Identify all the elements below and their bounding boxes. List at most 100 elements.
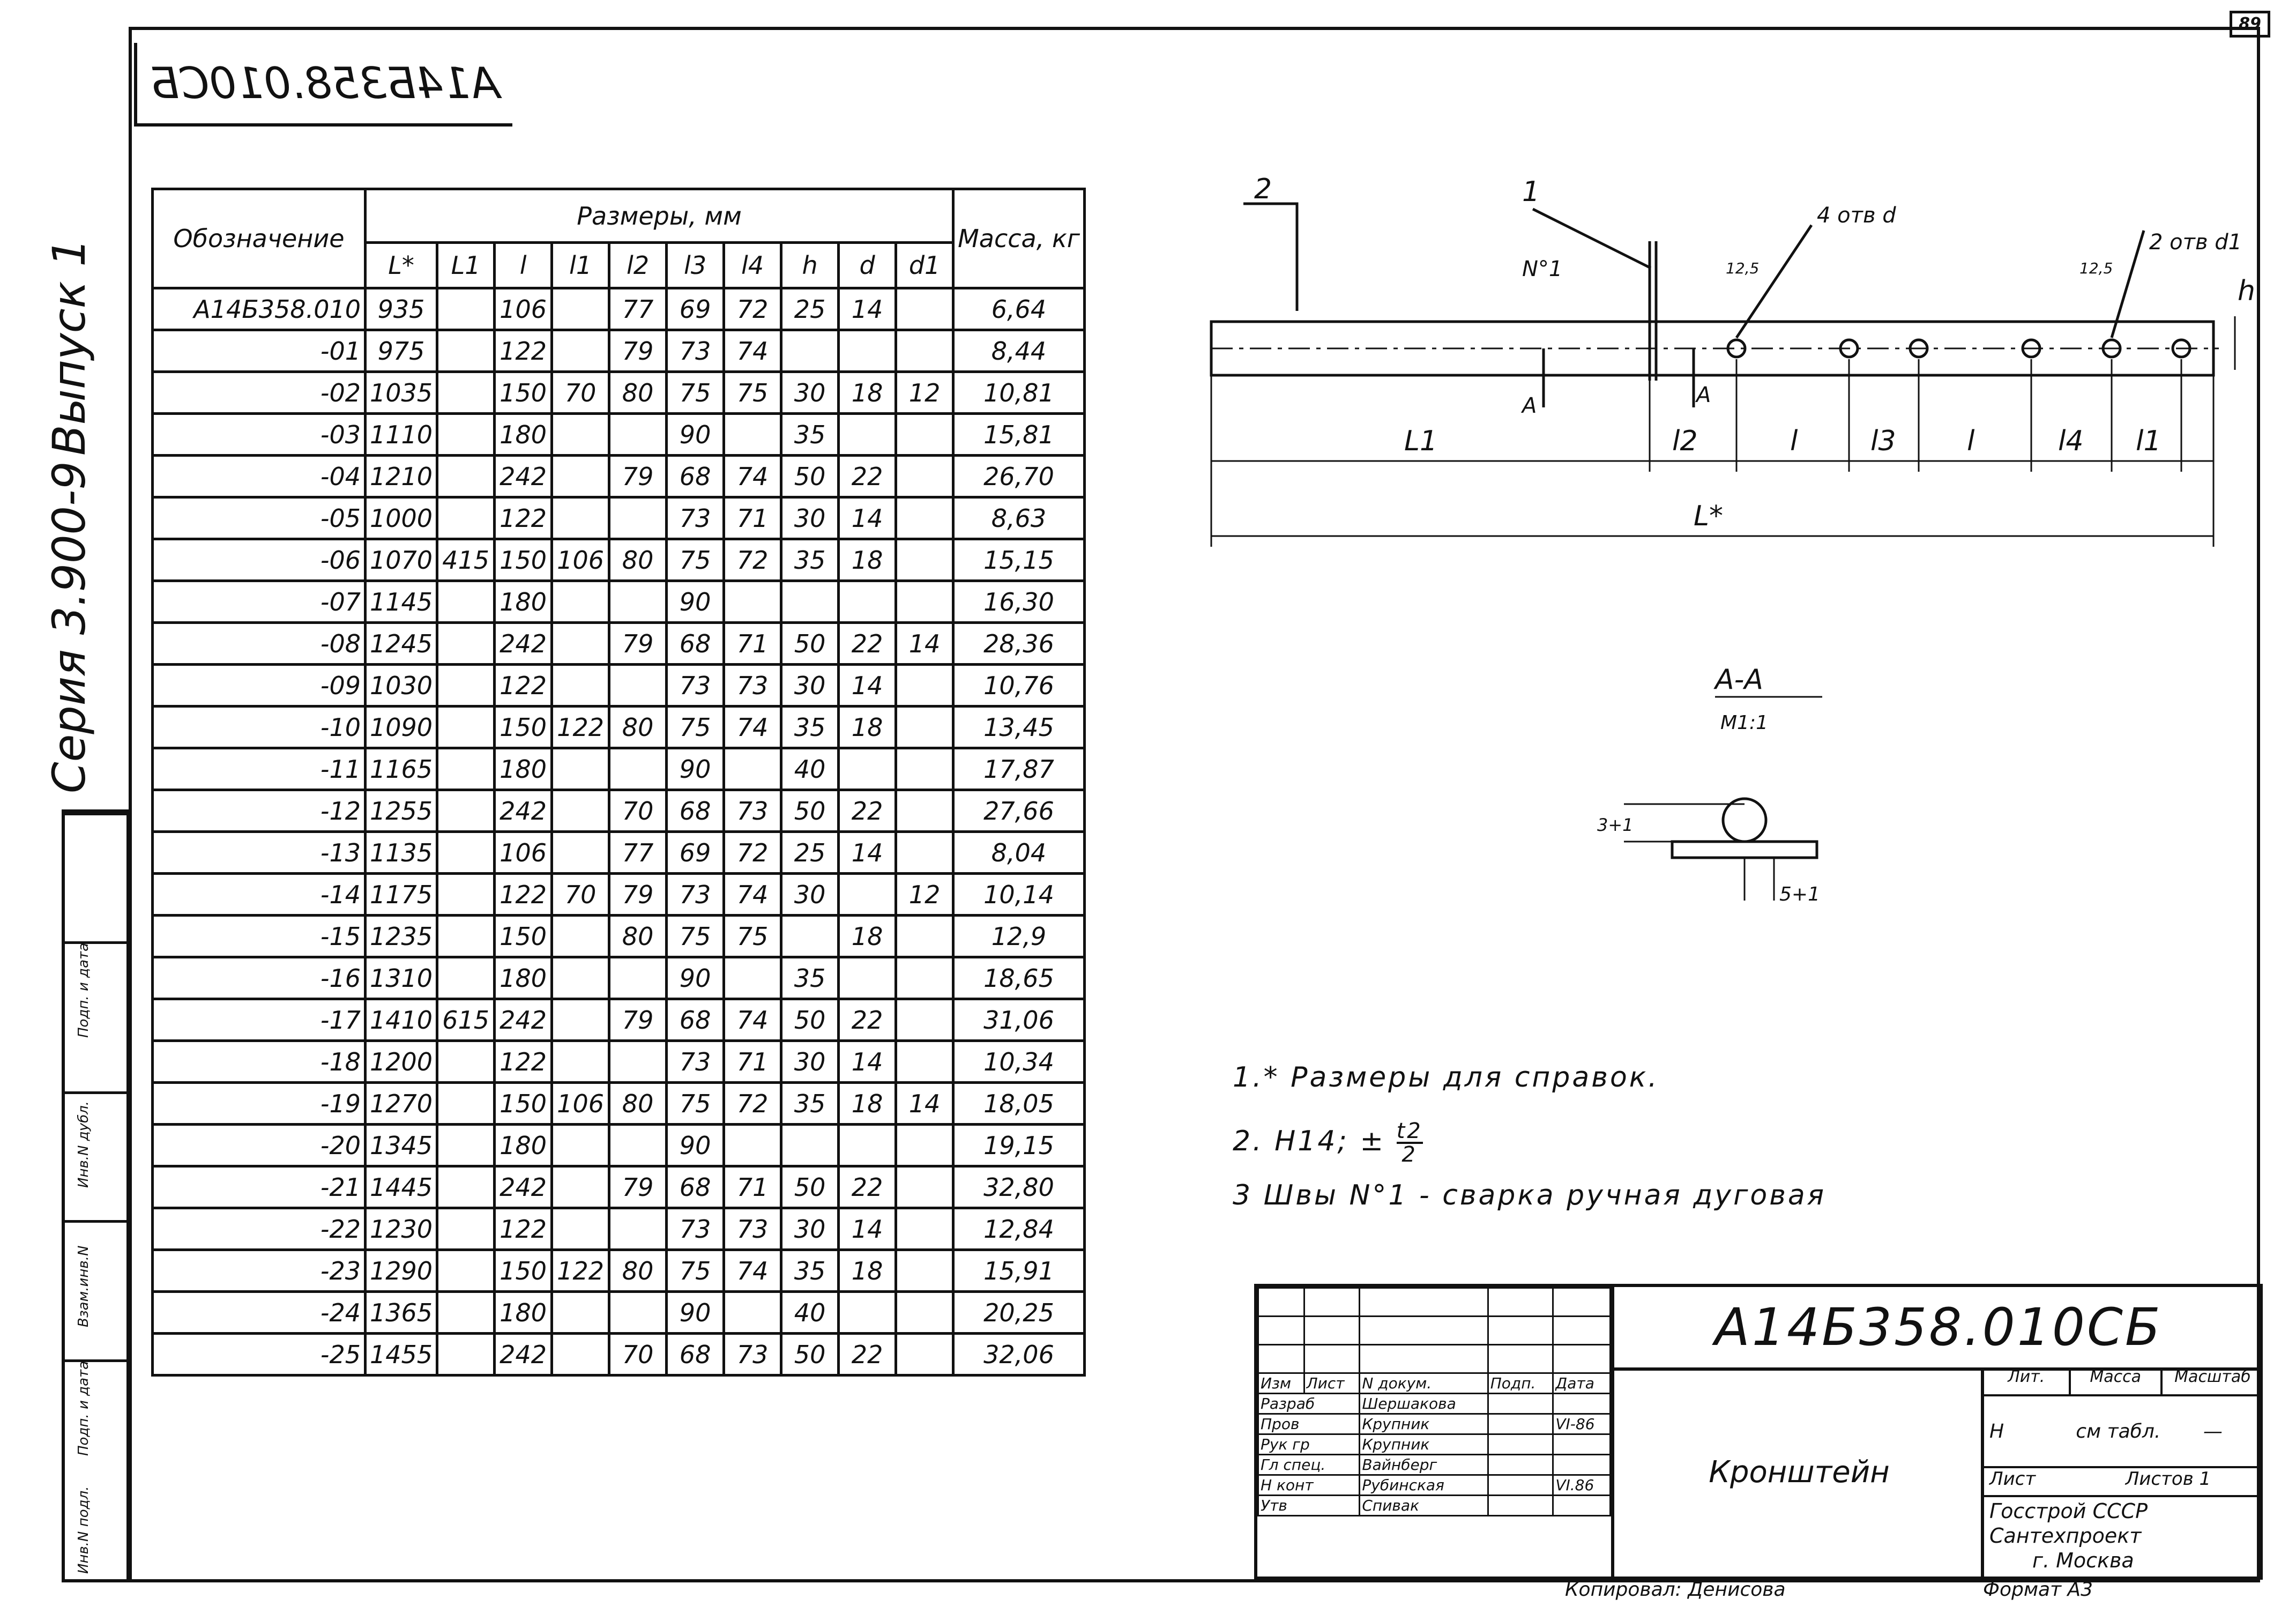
dim-cell-d: 22 xyxy=(837,454,898,499)
role-cell: Рук гр xyxy=(1257,1433,1361,1455)
fraction-denominator: 2 xyxy=(1402,1142,1418,1167)
dim-cell-l3: 90 xyxy=(665,412,726,457)
dim-cell-l: 122 xyxy=(493,872,554,917)
dim-cell-d: 22 xyxy=(837,621,898,666)
dim-cell-l1 xyxy=(550,914,611,958)
mass-cell: 28,36 xyxy=(952,621,1086,666)
dim-cell-l4 xyxy=(722,1123,783,1168)
dim-cell-l1 xyxy=(550,747,611,791)
dim-cell-l: 1090 xyxy=(363,705,439,749)
dim-cell-l2: 80 xyxy=(608,370,668,415)
dim-cell-l1 xyxy=(550,663,611,708)
org-line: Сантехпроект xyxy=(1989,1524,2142,1548)
strip-label: Взам.инв.N xyxy=(76,1245,92,1327)
dim-cell-l1 xyxy=(436,329,496,373)
mass-cell: 8,63 xyxy=(952,496,1086,540)
dim-cell-l4: 72 xyxy=(722,830,783,875)
dim-cell-l: 1110 xyxy=(363,412,439,457)
signature-col-header: Изм xyxy=(1257,1372,1305,1394)
designation-cell: -10 xyxy=(151,705,367,749)
dim-cell-l4: 71 xyxy=(722,1039,783,1084)
note-2: 2. H14; ± t2 2 xyxy=(1233,1120,1826,1179)
dim-cell-l: 180 xyxy=(493,1123,554,1168)
dim-cell-l1: 70 xyxy=(550,872,611,917)
issue-text: Выпуск 1 xyxy=(43,238,95,456)
signature-col-header: N докум. xyxy=(1359,1372,1489,1394)
dim-cell-h: 25 xyxy=(780,830,840,875)
dim-cell-l4 xyxy=(722,747,783,791)
dim-cell-l4 xyxy=(722,579,783,624)
dim-cell-l1 xyxy=(436,496,496,540)
designation-cell: -07 xyxy=(151,579,367,624)
dim-cell-l3: 69 xyxy=(665,830,726,875)
designation-cell: -04 xyxy=(151,454,367,499)
dim-l4: l4 xyxy=(2058,425,2084,457)
dim-cell-l2: 79 xyxy=(608,329,668,373)
dim-cell-l4: 72 xyxy=(722,287,783,331)
dim-cell-d1 xyxy=(894,1248,955,1293)
dim-cell-l1 xyxy=(436,1290,496,1335)
dim-cell-h: 50 xyxy=(780,1165,840,1209)
section-dim-horizontal: 5+1 xyxy=(1779,883,1820,905)
mass-cell: 15,81 xyxy=(952,412,1086,457)
dim-cell-l4 xyxy=(722,1290,783,1335)
dim-cell-l1 xyxy=(550,454,611,499)
dim-cell-d1 xyxy=(894,454,955,499)
dim-cell-l: 150 xyxy=(493,1081,554,1126)
label-section-mark: A xyxy=(1695,383,1711,407)
designation-cell: -24 xyxy=(151,1290,367,1335)
dim-cell-d xyxy=(837,412,898,457)
dim-cell-l2: 70 xyxy=(608,1332,668,1377)
signature-cell xyxy=(1487,1413,1554,1435)
signature-cell xyxy=(1487,1433,1554,1455)
dim-cell-l: 150 xyxy=(493,705,554,749)
mass-cell: 16,30 xyxy=(952,579,1086,624)
dim-cell-l3: 73 xyxy=(665,1207,726,1251)
dim-cell-l: 1165 xyxy=(363,747,439,791)
dim-cell-l1 xyxy=(436,1123,496,1168)
dim-cell-l1 xyxy=(436,914,496,958)
fraction-numerator: t2 xyxy=(1396,1119,1423,1144)
dim-cell-d: 14 xyxy=(837,1207,898,1251)
dim-cell-l3: 75 xyxy=(665,538,726,582)
dim-cell-l: 122 xyxy=(493,1207,554,1251)
label-weld: N°1 xyxy=(1522,257,1562,281)
dim-cell-h xyxy=(780,914,840,958)
dim-cell-l: 180 xyxy=(493,956,554,1000)
dim-cell-l4: 74 xyxy=(722,329,783,373)
dim-cell-l3: 73 xyxy=(665,496,726,540)
dim-cell-h: 50 xyxy=(780,621,840,666)
dim-cell-h: 50 xyxy=(780,1332,840,1377)
mass-cell: 12,84 xyxy=(952,1207,1086,1251)
dim-cell-l: 1290 xyxy=(363,1248,439,1293)
hole xyxy=(2171,338,2191,359)
dim-cell-h: 30 xyxy=(780,496,840,540)
dim-cell-l2: 77 xyxy=(608,830,668,875)
dim-cell-l2: 70 xyxy=(608,789,668,833)
dim-cell-h: 50 xyxy=(780,998,840,1042)
dim-cell-d1 xyxy=(894,956,955,1000)
dim-cell-l2 xyxy=(608,579,668,624)
mass-cell: 32,80 xyxy=(952,1165,1086,1209)
dim-cell-l2: 80 xyxy=(608,914,668,958)
note-3: 3 Швы N°1 - сварка ручная дуговая xyxy=(1233,1179,1826,1211)
designation-cell: -08 xyxy=(151,621,367,666)
dim-cell-d: 22 xyxy=(837,1332,898,1377)
dimension-subheader: l1 xyxy=(550,241,611,289)
dim-cell-l: 122 xyxy=(493,329,554,373)
hole xyxy=(1909,338,1929,359)
dim-cell-h: 35 xyxy=(780,412,840,457)
dim-cell-l1 xyxy=(436,621,496,666)
mass-header-tb: Масса xyxy=(2071,1367,2163,1394)
